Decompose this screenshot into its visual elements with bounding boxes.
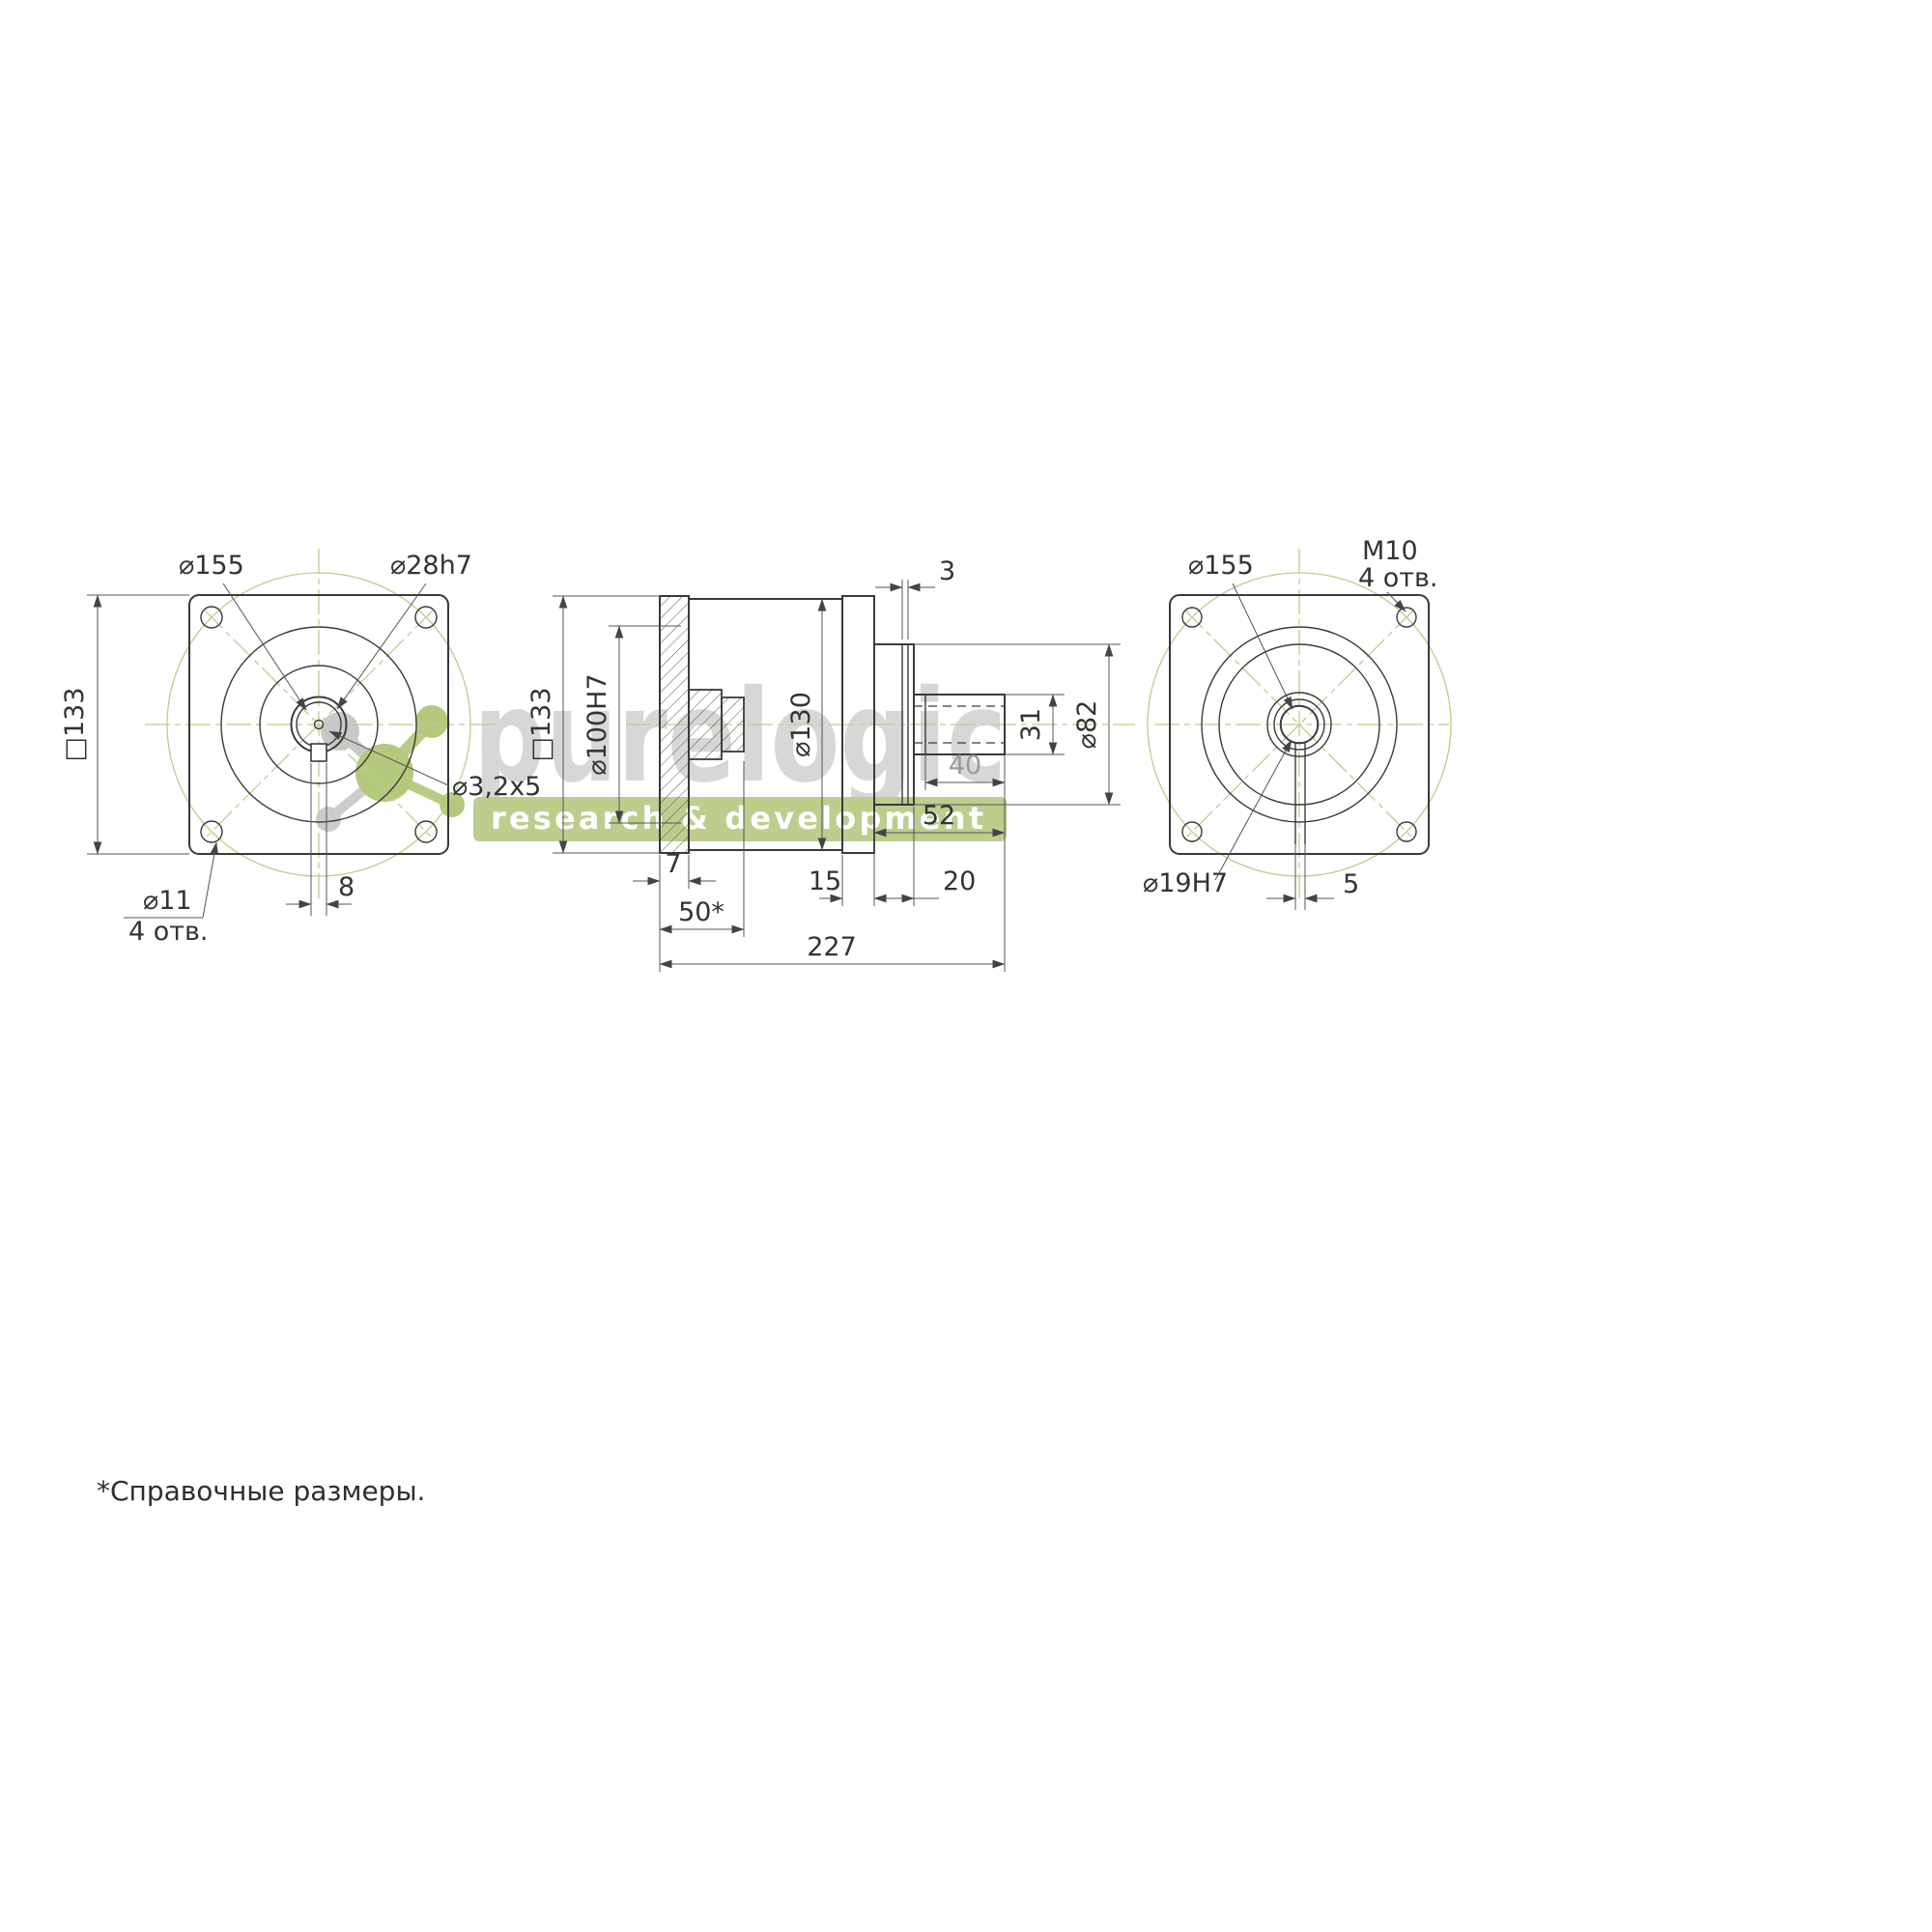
- centerline-diagonal: [1184, 610, 1414, 839]
- threaded-hole: [1181, 607, 1203, 628]
- dim-label-body: ⌀130: [786, 692, 816, 757]
- dim-label-corner-hole-qty: 4 отв.: [128, 917, 209, 947]
- pilot-circle: [1201, 626, 1398, 823]
- front-view: 8 □133 ⌀155 ⌀28h7 ⌀3,2x5 ⌀11 4 отв.: [60, 549, 541, 947]
- dim-label-bolt-circle: ⌀155: [1188, 551, 1254, 581]
- dim-label-15: 15: [809, 867, 841, 896]
- dim-label-227: 227: [807, 932, 857, 962]
- dim-label-40: 40: [949, 751, 981, 781]
- dim-label-20: 20: [943, 867, 976, 896]
- flange-section: [659, 595, 690, 854]
- dim-label-pilot: ⌀100H7: [582, 673, 612, 775]
- centerline-diagonal: [1184, 610, 1414, 839]
- dim-label-7: 7: [665, 849, 681, 879]
- output-shaft-section: [721, 696, 745, 753]
- centerline-diagonal: [204, 610, 434, 839]
- dim-label-thread: M10: [1362, 536, 1418, 566]
- leader-line: [1214, 739, 1293, 881]
- dim-label-hub: 31: [1016, 708, 1046, 741]
- input-sleeve: [913, 694, 1006, 755]
- leader-line: [202, 841, 219, 919]
- dim-label-boss: ⌀82: [1072, 700, 1102, 750]
- bolt-circle: [166, 572, 471, 877]
- hub-circle: [1266, 692, 1332, 757]
- watermark-logo-node: [355, 744, 413, 802]
- leader-line: [328, 730, 449, 786]
- dim-label-bore: ⌀19H7: [1143, 868, 1228, 898]
- flange-square: [1169, 594, 1430, 855]
- keyway: [310, 743, 327, 762]
- leader-line: [1232, 582, 1293, 710]
- threaded-hole: [1396, 821, 1417, 842]
- bore-circle: [1279, 704, 1320, 745]
- back-view: 5 ⌀155 M10 4 отв. ⌀19H7: [1143, 536, 1452, 910]
- dim-label-slot: 5: [1343, 869, 1359, 899]
- leader-line: [222, 582, 307, 711]
- leader-line: [336, 582, 427, 710]
- watermark-logo-node: [440, 792, 465, 817]
- dim-label-square: □133: [526, 687, 556, 761]
- bolt-hole: [414, 606, 438, 629]
- watermark-logo-node: [415, 705, 448, 738]
- hub-circle: [259, 665, 379, 784]
- dim-label-bolt-circle: ⌀155: [179, 551, 244, 581]
- reference-note: *Справочные размеры.: [97, 1475, 425, 1507]
- leader-line: [1386, 591, 1406, 612]
- dim-label-corner-hole: ⌀11: [143, 886, 192, 916]
- dim-label-52: 52: [923, 801, 955, 831]
- dim-label-shaft: ⌀28h7: [390, 551, 472, 581]
- pilot-circle: [220, 626, 417, 823]
- watermark-logo-node: [316, 807, 341, 832]
- bolt-hole: [414, 820, 438, 843]
- side-view: □133 ⌀100H7 ⌀130 3 31 ⌀82 40 52: [526, 556, 1135, 972]
- dim-label-key-width: 8: [338, 872, 355, 902]
- dim-label-center-hole: ⌀3,2x5: [452, 772, 541, 802]
- dim-label-thread-qty: 4 отв.: [1358, 563, 1438, 593]
- dim-label-groove: 3: [939, 556, 955, 586]
- bolt-hole: [200, 606, 223, 629]
- threaded-hole: [1396, 607, 1417, 628]
- bolt-circle: [1147, 572, 1452, 877]
- center-hole-circle: [313, 719, 325, 730]
- threaded-hole: [1181, 821, 1203, 842]
- output-hub-section: [688, 689, 723, 760]
- centerline-diagonal: [204, 610, 434, 839]
- hub-chamfer-circle: [1273, 698, 1325, 751]
- dim-label-50: 50*: [678, 897, 724, 927]
- flange-square: [188, 594, 449, 855]
- boss-circle: [1218, 643, 1380, 806]
- dim-label-square: □133: [60, 687, 90, 761]
